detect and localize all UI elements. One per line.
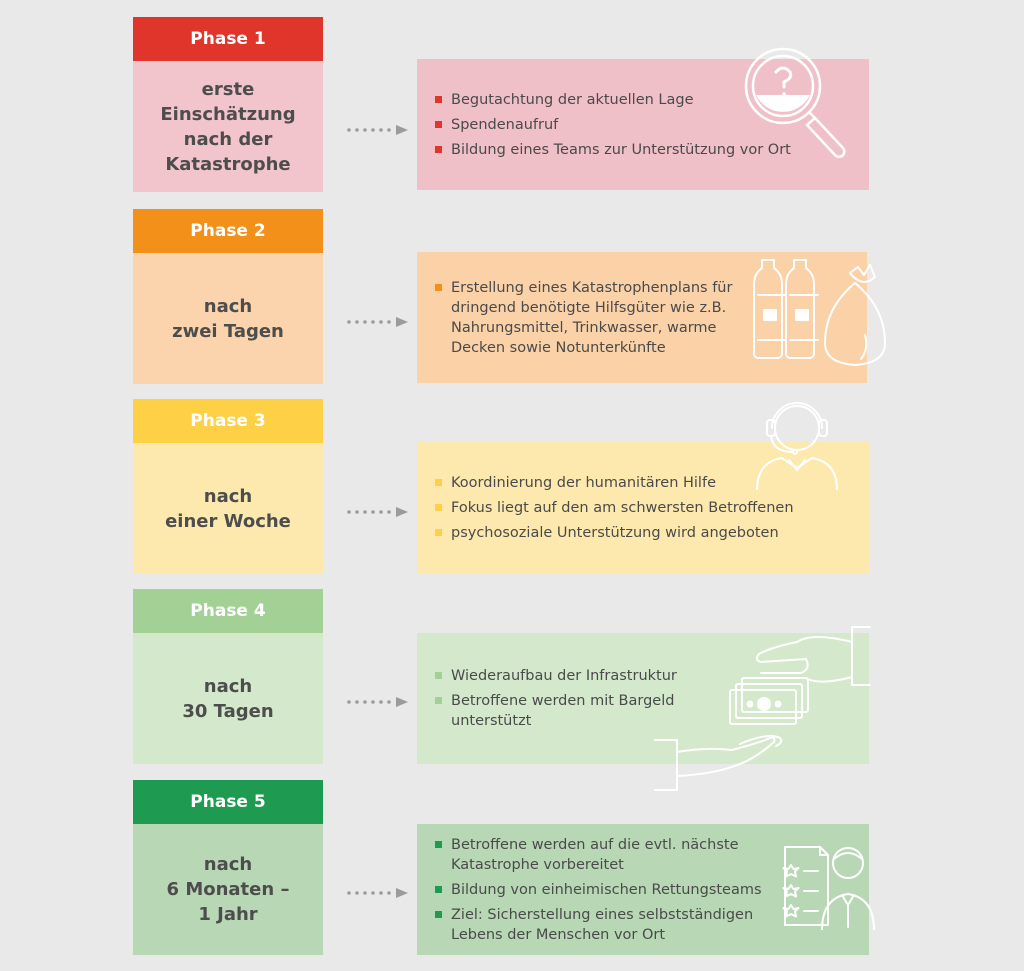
list-item-text: Bildung eines Teams zur Unterstützung vo… bbox=[451, 141, 791, 158]
magnifier-icon bbox=[735, 40, 855, 160]
timing-label-line: 1 Jahr bbox=[198, 904, 258, 925]
dotted-arrow-icon bbox=[346, 121, 410, 135]
square-bullet-icon bbox=[435, 672, 442, 679]
phase-2-timing-label: nach zwei Tagen bbox=[133, 253, 323, 384]
square-bullet-icon bbox=[435, 145, 442, 153]
phase-2-details-box: Erstellung eines Katastrophenplans für d… bbox=[417, 252, 867, 383]
phase-3-header: Phase 3 bbox=[133, 399, 323, 443]
list-item-text: Erstellung eines Katastrophenplans für d… bbox=[451, 279, 733, 356]
timing-label-line: zwei Tagen bbox=[172, 320, 284, 342]
square-bullet-icon bbox=[435, 885, 442, 893]
person-checklist-icon bbox=[780, 835, 880, 931]
square-bullet-icon bbox=[435, 503, 442, 511]
list-item: Betroffene werden mit Bargeld unterstütz… bbox=[435, 691, 705, 731]
timing-label-line: Einschätzung bbox=[160, 103, 296, 125]
square-bullet-icon bbox=[435, 697, 442, 704]
list-item-text: Koordinierung der humanitären Hilfe bbox=[451, 474, 716, 491]
list-item: Erstellung eines Katastrophenplans für d… bbox=[435, 278, 765, 358]
phase-5-header: Phase 5 bbox=[133, 780, 323, 824]
list-item-text: Betroffene werden mit Bargeld unterstütz… bbox=[451, 693, 675, 729]
list-item: Betroffene werden auf die evtl. nächste … bbox=[435, 835, 780, 875]
phase-3-timing-label: nach einer Woche bbox=[133, 443, 323, 574]
timing-label-line: nach bbox=[203, 295, 253, 317]
list-item: psychosoziale Unterstützung wird angebot… bbox=[435, 523, 859, 543]
list-item-text: Wiederaufbau der Infrastruktur bbox=[451, 668, 677, 684]
list-item-text: Spendenaufruf bbox=[451, 116, 559, 133]
list-item-text: psychosoziale Unterstützung wird angebot… bbox=[451, 524, 779, 541]
list-item-text: Ziel: Sicherstellung eines selbstständig… bbox=[451, 906, 754, 943]
phase-4-header: Phase 4 bbox=[133, 589, 323, 633]
water-bottles-and-sack-icon bbox=[752, 255, 892, 370]
dotted-arrow-icon bbox=[346, 884, 410, 898]
list-item: Wiederaufbau der Infrastruktur bbox=[435, 666, 705, 686]
dotted-arrow-icon bbox=[346, 313, 410, 327]
headset-operator-icon bbox=[752, 390, 842, 491]
list-item: Fokus liegt auf den am schwersten Betrof… bbox=[435, 498, 859, 518]
timing-label-line: 30 Tagen bbox=[182, 700, 274, 722]
phase-2-header: Phase 2 bbox=[133, 209, 323, 253]
dotted-arrow-icon bbox=[346, 693, 410, 707]
square-bullet-icon bbox=[435, 478, 442, 486]
cash-handover-icon bbox=[650, 622, 880, 792]
timing-label-line: 6 Monaten – bbox=[166, 879, 290, 900]
timing-label-line: nach der bbox=[183, 128, 273, 150]
list-item: Koordinierung der humanitären Hilfe bbox=[435, 473, 859, 493]
timing-label-line: nach bbox=[203, 485, 253, 507]
list-item: Begutachtung der aktuellen Lage bbox=[435, 90, 859, 110]
square-bullet-icon bbox=[435, 840, 442, 848]
dotted-arrow-icon bbox=[346, 503, 410, 517]
list-item: Bildung von einheimischen Rettungsteams bbox=[435, 880, 780, 900]
list-item: Spendenaufruf bbox=[435, 115, 859, 135]
timing-label-line: Katastrophe bbox=[165, 153, 291, 175]
list-item: Ziel: Sicherstellung eines selbstständig… bbox=[435, 905, 780, 945]
list-item-text: Betroffene werden auf die evtl. nächste … bbox=[451, 836, 739, 873]
timing-label-line: einer Woche bbox=[165, 510, 291, 532]
phase-1-header: Phase 1 bbox=[133, 17, 323, 61]
phase-4-timing-label: nach 30 Tagen bbox=[133, 633, 323, 764]
phase-5-timing-label: nach 6 Monaten – 1 Jahr bbox=[133, 824, 323, 955]
square-bullet-icon bbox=[435, 120, 442, 128]
list-item-text: Bildung von einheimischen Rettungsteams bbox=[451, 881, 762, 898]
square-bullet-icon bbox=[435, 528, 442, 536]
timing-label-line: nach bbox=[203, 675, 253, 697]
square-bullet-icon bbox=[435, 95, 442, 103]
square-bullet-icon bbox=[435, 283, 442, 291]
list-item: Bildung eines Teams zur Unterstützung vo… bbox=[435, 140, 859, 160]
timing-label-line: nach bbox=[203, 854, 253, 875]
list-item-text: Begutachtung der aktuellen Lage bbox=[451, 91, 694, 108]
square-bullet-icon bbox=[435, 910, 442, 918]
list-item-text: Fokus liegt auf den am schwersten Betrof… bbox=[451, 499, 794, 516]
timing-label-line: erste bbox=[201, 78, 255, 100]
